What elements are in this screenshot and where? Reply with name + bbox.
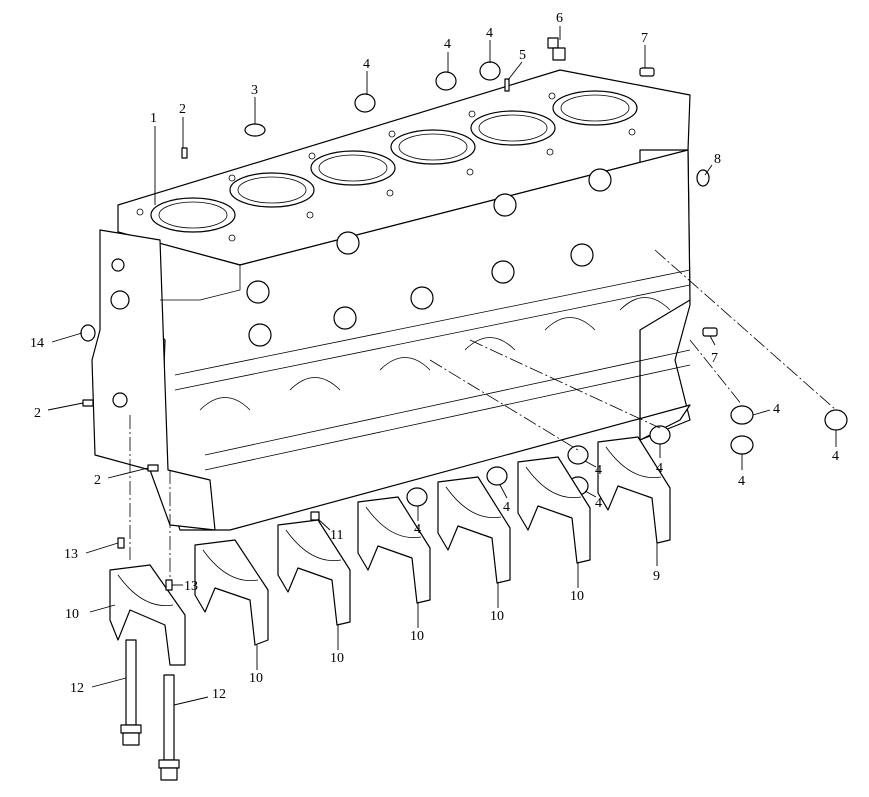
plug-3 <box>244 123 266 137</box>
callout-c3: 3 <box>251 83 258 98</box>
callout-c5: 5 <box>519 48 526 63</box>
callout-c8: 8 <box>714 152 721 167</box>
fitting-6 <box>547 37 566 61</box>
bearing-cap-6 <box>517 456 591 564</box>
callout-c7a: 7 <box>641 31 648 46</box>
dowel-13-b <box>165 579 173 591</box>
cup-plug-top-1 <box>354 93 376 113</box>
dowel-7-side <box>702 327 718 337</box>
bearing-cap-5 <box>437 476 511 584</box>
callout-c10f: 10 <box>570 589 584 604</box>
bearing-cap-3 <box>277 519 351 626</box>
callout-c4h: 4 <box>595 463 602 478</box>
callout-c13a: 13 <box>64 547 78 562</box>
callout-c6: 6 <box>556 11 563 26</box>
callout-c4b: 4 <box>444 37 451 52</box>
dowel-13-a <box>117 537 125 549</box>
callout-c2a: 2 <box>179 102 186 117</box>
callout-c12a: 12 <box>70 681 84 696</box>
callout-c4e: 4 <box>738 474 745 489</box>
callout-c2c: 2 <box>94 473 101 488</box>
bearing-cap-1 <box>109 564 186 666</box>
callout-c4d: 4 <box>773 402 780 417</box>
callout-c10c: 10 <box>330 651 344 666</box>
cup-plug-top-2 <box>435 71 457 91</box>
main-bolt-12-a <box>120 639 142 746</box>
callout-c4c: 4 <box>486 26 493 41</box>
cup-plug-low-2 <box>567 445 589 465</box>
bearing-cap-2 <box>194 539 269 646</box>
callout-c10e: 10 <box>490 609 504 624</box>
cup-plug-side-2 <box>730 435 754 455</box>
callout-c4k: 4 <box>414 522 421 537</box>
callout-c13b: 13 <box>184 579 198 594</box>
callout-c10b: 10 <box>249 671 263 686</box>
callout-c2b: 2 <box>34 406 41 421</box>
dowel-2-lower <box>147 464 159 472</box>
pin-5 <box>504 78 510 92</box>
callout-c14: 14 <box>30 336 44 351</box>
dowel-2-top <box>181 147 188 159</box>
dowel-2-left <box>82 399 94 407</box>
seal-14 <box>80 324 96 342</box>
cup-plug-top-3 <box>479 61 501 81</box>
callout-c1: 1 <box>150 111 157 126</box>
callout-c12b: 12 <box>212 687 226 702</box>
cup-plug-side-3 <box>824 409 848 431</box>
bearing-cap-4 <box>357 496 431 604</box>
nozzle-11 <box>310 511 320 521</box>
callout-c9: 9 <box>653 569 660 584</box>
callout-c11: 11 <box>330 528 343 543</box>
cup-plug-low-5 <box>406 487 428 507</box>
cup-plug-low-1 <box>649 425 671 445</box>
cup-plug-low-4 <box>486 466 508 486</box>
cup-plug-side-1 <box>730 405 754 425</box>
callout-c7b: 7 <box>711 351 718 366</box>
leader-lines <box>47 26 837 706</box>
callout-c4j: 4 <box>503 500 510 515</box>
callout-c10a: 10 <box>65 607 79 622</box>
main-bolt-12-b <box>158 674 180 781</box>
bearing-cap-9 <box>597 436 671 544</box>
callout-c4i: 4 <box>595 496 602 511</box>
callout-c4g: 4 <box>656 461 663 476</box>
dowel-7-top <box>639 67 655 77</box>
callout-c10d: 10 <box>410 629 424 644</box>
callout-c4f: 4 <box>832 449 839 464</box>
callout-c4a: 4 <box>363 57 370 72</box>
